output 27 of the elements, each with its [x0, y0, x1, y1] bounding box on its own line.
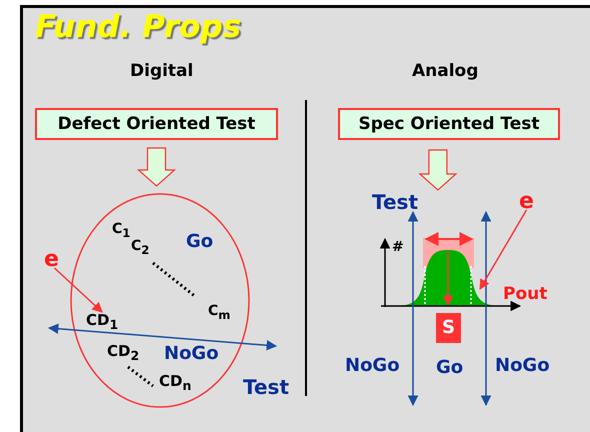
axis-label: Pout — [503, 286, 548, 303]
defect-label: CD$_{2}$ — [107, 344, 140, 362]
defect-label: CD$_{1}$ — [86, 313, 118, 332]
spec-tag: S — [436, 313, 461, 343]
component-label: C$_{m}$ — [208, 304, 230, 322]
slide-title: Fund. Props — [35, 12, 242, 43]
leader-line — [54, 267, 103, 313]
region-label: Go — [186, 233, 214, 251]
region-label: NoGo — [345, 357, 400, 375]
test-type-box: Spec Oriented Test — [338, 108, 560, 140]
column-heading: Digital — [130, 63, 194, 80]
region-label: Go — [436, 359, 464, 377]
component-label: C$_{1}$ — [112, 222, 130, 240]
axis-label: # — [392, 240, 404, 254]
leader-line — [479, 210, 528, 290]
variation-label: e — [44, 249, 59, 271]
variation-label: e — [519, 191, 534, 213]
test-label: Test — [372, 192, 418, 212]
component-label: C$_{2}$ — [131, 239, 150, 256]
block-arrow — [418, 149, 458, 191]
test-label: Test — [243, 377, 290, 397]
defect-label: CD$_{n}$ — [159, 374, 192, 392]
block-arrow — [136, 147, 176, 187]
column-heading: Analog — [412, 63, 478, 80]
test-type-box: Defect Oriented Test — [35, 108, 278, 140]
region-label: NoGo — [495, 357, 550, 375]
region-label: NoGo — [164, 345, 219, 363]
